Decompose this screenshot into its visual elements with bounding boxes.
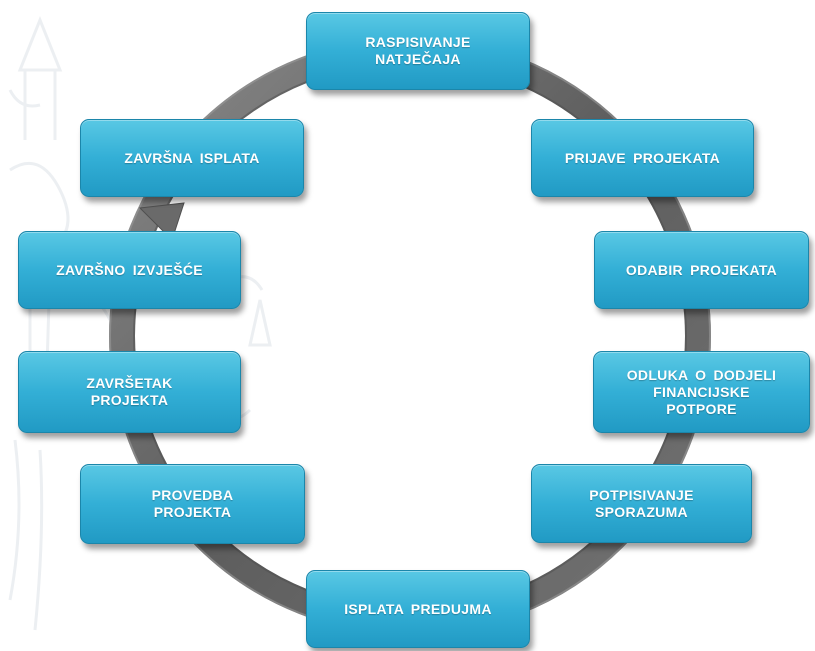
step-label: PROVEDBA PROJEKTA bbox=[151, 487, 234, 520]
step-zavrsetak-projekta: ZAVRŠETAK PROJEKTA bbox=[18, 351, 241, 433]
step-label: RASPISIVANJE NATJEČAJA bbox=[365, 34, 471, 67]
step-isplata-predujma: ISPLATA PREDUJMA bbox=[306, 570, 530, 648]
step-label: ODABIR PROJEKATA bbox=[625, 261, 778, 278]
step-label: ISPLATA PREDUJMA bbox=[344, 600, 492, 617]
step-odabir-projekata: ODABIR PROJEKATA bbox=[594, 231, 809, 309]
step-prijave-projekata: PRIJAVE PROJEKATA bbox=[531, 119, 754, 197]
step-zavrsno-izvjesce: ZAVRŠNO IZVJEŠĆE bbox=[18, 231, 241, 309]
step-raspisivanje-natjecaja: RASPISIVANJE NATJEČAJA bbox=[306, 12, 530, 90]
step-zavrsna-isplata: ZAVRŠNA ISPLATA bbox=[80, 119, 304, 197]
step-label: ODLUKA O DODJELI FINANCIJSKE POTPORE bbox=[626, 366, 777, 417]
step-odluka-o-dodjeli: ODLUKA O DODJELI FINANCIJSKE POTPORE bbox=[593, 351, 810, 433]
step-label: PRIJAVE PROJEKATA bbox=[564, 149, 721, 166]
step-label: POTPISIVANJE SPORAZUMA bbox=[589, 486, 694, 520]
step-provedba-projekta: PROVEDBA PROJEKTA bbox=[80, 464, 305, 544]
step-potpisivanje-sporazuma: POTPISIVANJE SPORAZUMA bbox=[531, 464, 752, 543]
step-label: ZAVRŠNA ISPLATA bbox=[124, 149, 260, 166]
step-label: ZAVRŠNO IZVJEŠĆE bbox=[56, 261, 203, 278]
arrowhead-icon bbox=[138, 202, 185, 241]
step-label: ZAVRŠETAK PROJEKTA bbox=[86, 375, 173, 408]
